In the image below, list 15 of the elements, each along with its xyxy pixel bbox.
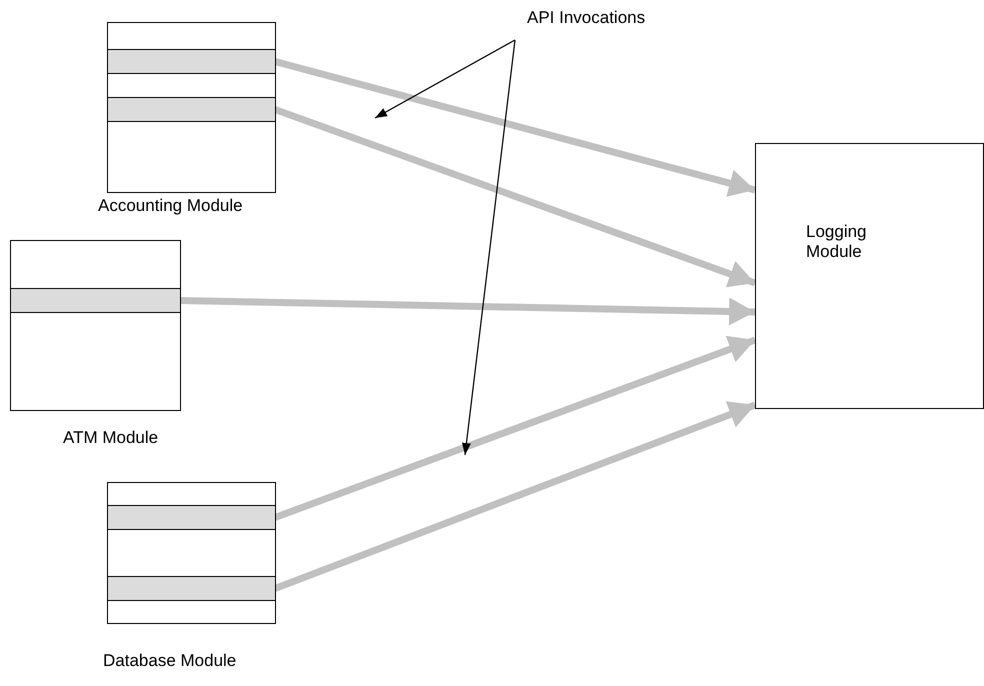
module-label: Accounting Module: [98, 196, 243, 216]
module-label: ATM Module: [63, 428, 158, 448]
arrow: [180, 297, 756, 326]
leader-line: [374, 39, 516, 119]
shaded-row: [108, 576, 275, 601]
callout-text: API Invocations: [527, 8, 646, 28]
shaded-row: [108, 49, 275, 74]
module-label: Logging Module: [806, 222, 868, 262]
shaded-row: [108, 97, 275, 122]
module-label: Database Module: [103, 651, 236, 671]
module-box: [755, 143, 984, 409]
arrow: [274, 58, 756, 197]
shaded-row: [11, 288, 180, 313]
shaded-row: [108, 505, 275, 530]
leader-line: [462, 40, 516, 456]
